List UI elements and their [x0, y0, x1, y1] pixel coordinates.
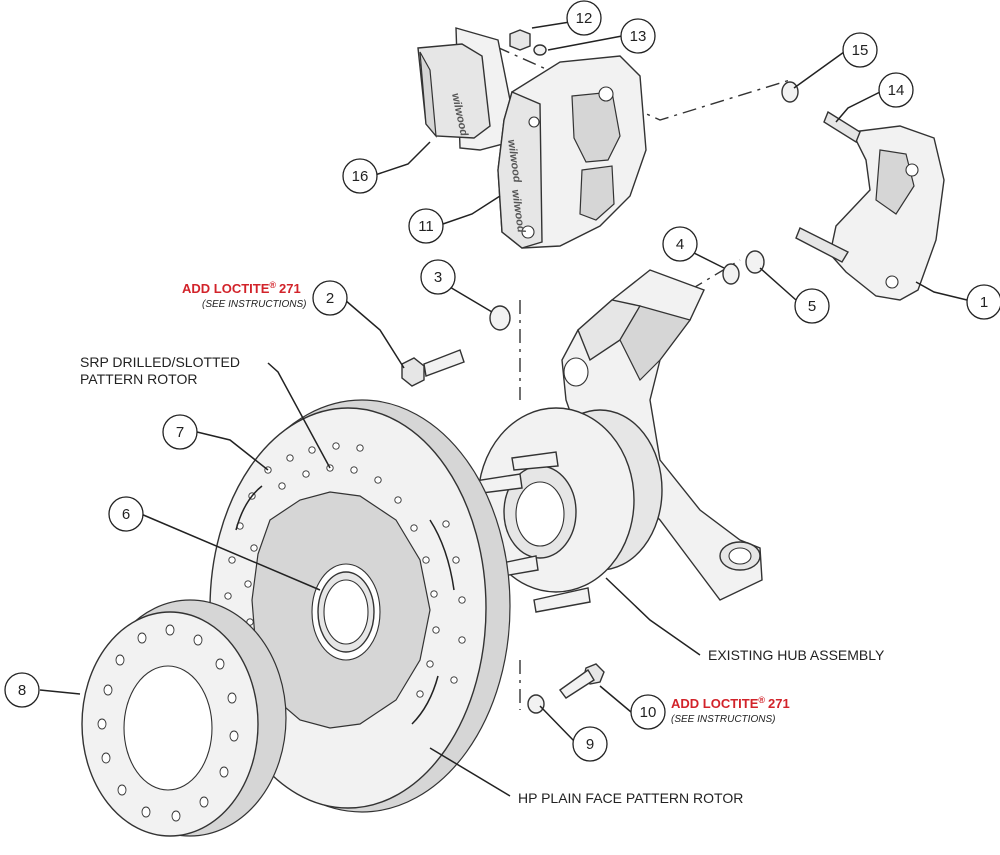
existing-hub-label: EXISTING HUB ASSEMBLY	[708, 647, 885, 663]
loctite-label: ADD LOCTITE	[671, 696, 759, 711]
washer-15	[781, 81, 799, 103]
loctite-note-2: ADD LOCTITE®271 (SEE INSTRUCTIONS)	[182, 280, 306, 310]
callout-number: 2	[326, 290, 334, 307]
callout-8: 8	[4, 672, 40, 708]
washer-4	[722, 263, 740, 285]
callout-number: 9	[586, 736, 594, 753]
callout-10: 10	[630, 694, 666, 730]
callout-9: 9	[572, 726, 608, 762]
caliper-nut-and-washer	[509, 29, 547, 56]
callout-number: 15	[852, 42, 869, 59]
svg-text:ADD LOCTITE®271: ADD LOCTITE®271	[671, 695, 790, 711]
callout-12: 12	[566, 0, 602, 36]
callout-number: 6	[122, 506, 130, 523]
bolt-2	[401, 349, 465, 387]
brake-pad: wilwood	[417, 27, 519, 151]
washer-5	[745, 250, 765, 274]
callout-1: 1	[966, 284, 1000, 320]
srp-rotor-label-line1: SRP DRILLED/SLOTTED	[80, 354, 240, 370]
callout-number: 11	[418, 218, 434, 235]
callout-number: 8	[18, 682, 26, 699]
svg-text:ADD LOCTITE®271: ADD LOCTITE®271	[182, 280, 301, 296]
washer-3	[489, 305, 511, 331]
callout-5: 5	[794, 288, 830, 324]
callout-number: 12	[576, 10, 593, 27]
callout-number: 3	[434, 269, 442, 286]
loctite-note-10: ADD LOCTITE®271 (SEE INSTRUCTIONS)	[671, 695, 790, 725]
loctite-label: ADD LOCTITE	[182, 281, 270, 296]
leader-lines	[39, 21, 968, 797]
callout-7: 7	[162, 414, 198, 450]
callout-number: 5	[808, 298, 816, 315]
srp-rotor-label-line2: PATTERN ROTOR	[80, 371, 197, 387]
callout-13: 13	[620, 18, 656, 54]
see-instructions-note: (SEE INSTRUCTIONS)	[671, 714, 775, 725]
loctite-number: 271	[279, 281, 301, 296]
callout-3: 3	[420, 259, 456, 295]
registered-mark: ®	[269, 280, 276, 290]
bolt-10	[559, 663, 605, 699]
callout-number: 1	[980, 294, 988, 311]
registered-mark: ®	[758, 695, 765, 705]
see-instructions-note: (SEE INSTRUCTIONS)	[202, 299, 306, 310]
callout-6: 6	[108, 496, 144, 532]
callout-number: 16	[352, 168, 369, 185]
callout-14: 14	[878, 72, 914, 108]
hp-plain-rotor-label: HP PLAIN FACE PATTERN ROTOR	[518, 790, 743, 806]
hub-assembly	[455, 407, 663, 613]
caliper-bracket	[795, 110, 945, 301]
callout-15: 15	[842, 32, 878, 68]
callout-number: 13	[630, 28, 647, 45]
washer-9	[527, 694, 545, 714]
loctite-number: 271	[768, 696, 790, 711]
callout-11: 11	[408, 208, 444, 244]
callout-4: 4	[662, 226, 698, 262]
callout-number: 10	[640, 704, 657, 721]
callout-2: 2	[312, 280, 348, 316]
callout-number: 4	[676, 236, 684, 253]
rotor-hat	[81, 599, 287, 837]
callout-number: 7	[176, 424, 184, 441]
callout-16: 16	[342, 158, 378, 194]
callout-number: 14	[888, 82, 905, 99]
caliper: wilwood wilwood	[497, 55, 647, 249]
